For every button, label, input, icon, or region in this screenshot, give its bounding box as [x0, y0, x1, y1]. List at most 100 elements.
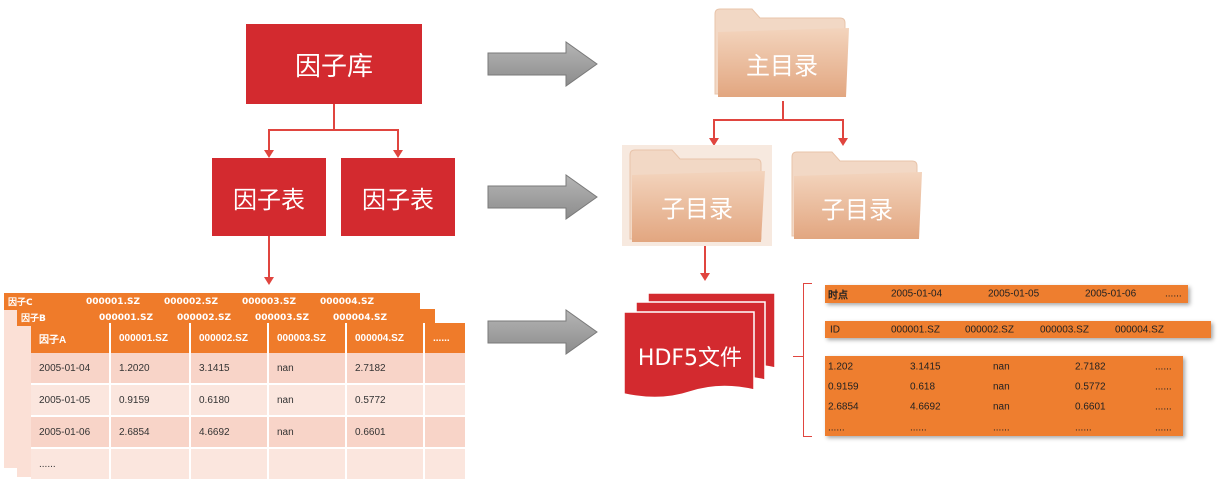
table-row: 2005-01-04 1.2020 3.1415 nan 2.7182: [31, 353, 467, 385]
table-cell: [424, 416, 467, 449]
table-cell: [424, 353, 467, 385]
strip-cell: 000002.SZ: [965, 324, 1014, 335]
table-cell: nan: [268, 416, 347, 449]
data-block: 1.202 3.1415 nan 2.7182 ...... 0.9159 0.…: [825, 356, 1183, 436]
main-directory-label: 主目录: [746, 52, 818, 80]
table-row: 2005-01-05 0.9159 0.6180 nan 0.5772: [31, 384, 467, 417]
factor-c-col: 000001.SZ: [86, 296, 140, 307]
data-cell: ......: [993, 422, 1010, 434]
connector: [268, 236, 270, 278]
main-directory-folder-icon: 主目录: [712, 6, 852, 101]
factor-c-col: 000003.SZ: [242, 296, 296, 307]
data-cell: nan: [993, 381, 1010, 393]
column-header: 000004.SZ: [346, 323, 425, 353]
table-cell: ......: [31, 448, 111, 481]
table-cell: 1.2020: [110, 353, 191, 385]
table-cell: 4.6692: [190, 416, 269, 449]
factor-table-box: 因子表: [341, 158, 455, 236]
table-header-row: 因子A 000001.SZ 000002.SZ 000003.SZ 000004…: [31, 323, 467, 353]
data-cell: 0.618: [910, 381, 936, 393]
table-cell: 2005-01-04: [31, 353, 111, 385]
factor-table-box: 因子表: [212, 158, 326, 236]
strip-cell: ID: [830, 324, 840, 335]
strip-cell: 2005-01-05: [988, 288, 1040, 300]
data-cell: ......: [1075, 422, 1092, 434]
factor-a-table: 因子A 000001.SZ 000002.SZ 000003.SZ 000004…: [31, 323, 467, 481]
factor-c-name: 因子C: [8, 298, 33, 308]
factor-b-name: 因子B: [21, 314, 46, 324]
hdf5-document-icon: [623, 292, 776, 399]
right-arrow-icon: [487, 174, 598, 220]
connector: [842, 119, 844, 139]
sub-directory-folder-icon: 子目录: [788, 148, 926, 243]
sub-directory-folder-icon: 子目录: [622, 145, 772, 246]
column-header: 因子A: [31, 323, 111, 353]
data-cell: 1.202: [828, 361, 854, 373]
table-cell: [424, 448, 467, 481]
factor-b-header: 因子B 000001.SZ 000002.SZ 000003.SZ 000004…: [17, 309, 435, 326]
hdf5-file-label: HDF5文件: [637, 346, 743, 371]
connector: [704, 246, 706, 274]
arrowhead: [264, 277, 274, 285]
sub-directory-label: 子目录: [661, 195, 733, 223]
arrowhead: [264, 150, 274, 158]
strip-cell: 2005-01-04: [891, 288, 943, 300]
data-cell: 3.1415: [910, 361, 941, 373]
strip-cell: 000001.SZ: [891, 324, 940, 335]
table-cell: 0.5772: [346, 384, 425, 417]
bracket: [803, 283, 812, 437]
factor-c-col: 000002.SZ: [164, 296, 218, 307]
data-cell: ......: [828, 422, 845, 434]
data-cell: nan: [993, 361, 1010, 373]
column-header: 000001.SZ: [110, 323, 191, 353]
data-cell: ......: [1155, 361, 1172, 373]
connector: [793, 356, 804, 357]
table-cell: 2.7182: [346, 353, 425, 385]
strip-cell: 000004.SZ: [1115, 324, 1164, 335]
connector: [713, 119, 844, 121]
table-row: 2005-01-06 2.6854 4.6692 nan 0.6601: [31, 416, 467, 449]
connector: [268, 129, 270, 151]
table-cell: 0.6601: [346, 416, 425, 449]
table-cell: 0.6180: [190, 384, 269, 417]
factor-library-box: 因子库: [246, 24, 422, 104]
column-header: ......: [424, 323, 467, 353]
strip-cell: 2005-01-06: [1085, 288, 1137, 300]
table-row: ......: [31, 448, 467, 481]
table-cell: 2005-01-06: [31, 416, 111, 449]
table-cell: [190, 448, 269, 481]
data-cell: 0.6601: [1075, 401, 1106, 413]
factor-b-col: 000003.SZ: [255, 312, 309, 323]
table-cell: 2.6854: [110, 416, 191, 449]
strip-cell: 000003.SZ: [1040, 324, 1089, 335]
column-header: 000002.SZ: [190, 323, 269, 353]
table-cell: 0.9159: [110, 384, 191, 417]
factor-c-header: 因子C 000001.SZ 000002.SZ 000003.SZ 000004…: [4, 293, 420, 310]
data-cell: 2.6854: [828, 401, 859, 413]
time-strip: 时点 2005-01-04 2005-01-05 2005-01-06 ....…: [825, 285, 1188, 303]
factor-b-col: 000004.SZ: [333, 312, 387, 323]
data-cell: 4.6692: [910, 401, 941, 413]
table-cell: [346, 448, 425, 481]
column-header: 000003.SZ: [268, 323, 347, 353]
data-cell: 2.7182: [1075, 361, 1106, 373]
connector: [713, 119, 715, 139]
connector: [333, 104, 335, 130]
data-cell: 0.9159: [828, 381, 859, 393]
data-cell: ......: [1155, 401, 1172, 413]
data-cell: ......: [1155, 422, 1172, 434]
table-cell: 3.1415: [190, 353, 269, 385]
table-cell: [424, 384, 467, 417]
table-cell: nan: [268, 384, 347, 417]
arrowhead: [393, 150, 403, 158]
id-strip: ID 000001.SZ 000002.SZ 000003.SZ 000004.…: [825, 321, 1211, 338]
factor-c-col: 000004.SZ: [320, 296, 374, 307]
connector: [782, 101, 784, 120]
table-cell: [268, 448, 347, 481]
factor-table-label: 因子表: [362, 185, 434, 214]
connector: [268, 129, 399, 131]
factor-b-col: 000002.SZ: [177, 312, 231, 323]
factor-library-label: 因子库: [294, 51, 373, 82]
right-arrow-icon: [487, 41, 598, 87]
data-cell: ......: [1155, 381, 1172, 393]
